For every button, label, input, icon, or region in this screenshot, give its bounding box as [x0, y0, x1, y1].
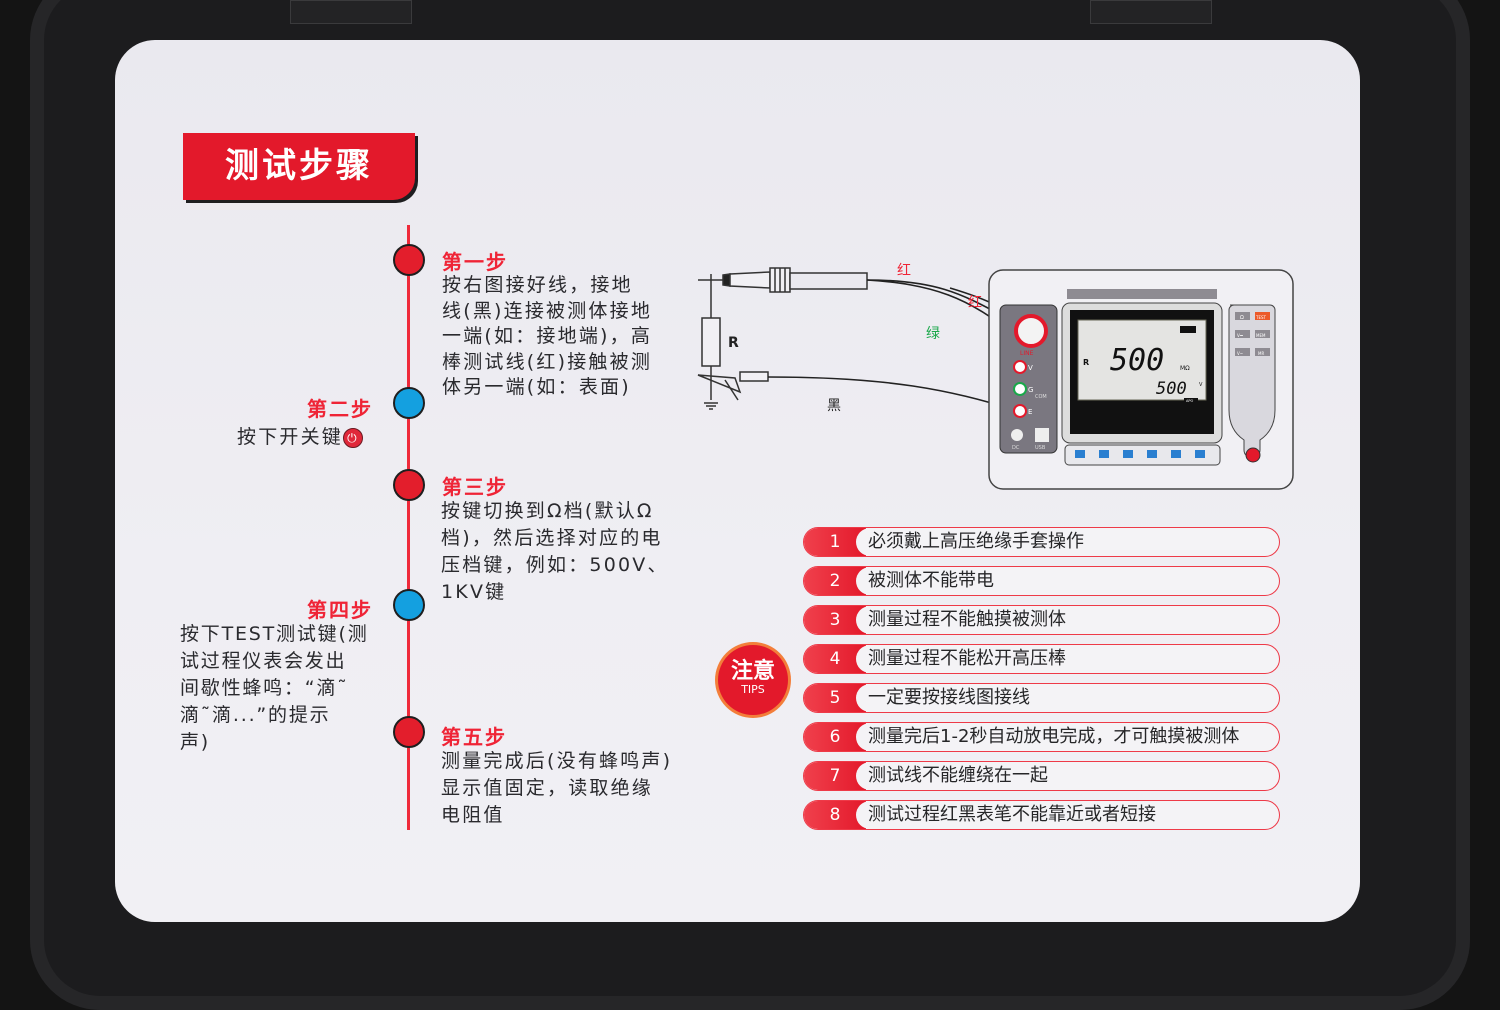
tip-text: 测量过程不能松开高压棒: [868, 648, 1066, 669]
probe-icon: [698, 267, 868, 293]
terminal-label: E: [1028, 408, 1032, 416]
step-text-line: 电阻值: [441, 804, 505, 826]
step-text-line: 棒测试线(红)接触被测: [442, 350, 653, 373]
terminal-label: COM: [1035, 394, 1047, 400]
meter-button-label: TEST: [1255, 315, 1267, 320]
step-5-body: 测量完成后(没有蜂鸣声) 显示值固定，读取绝缘 电阻值: [441, 748, 672, 829]
meter-sub-reading: 500: [1156, 379, 1187, 399]
meter-apo: APO: [1186, 399, 1194, 403]
wire-label-red: 红: [897, 263, 911, 279]
tip-text: 测量过程不能触摸被测体: [868, 609, 1066, 630]
step-text-line: 体另一端(如：表面): [442, 376, 631, 398]
step-text-line: 档)，然后选择对应的电: [441, 527, 663, 549]
tip-number: 3: [804, 606, 876, 634]
tip-number: 6: [804, 723, 876, 751]
step-3-body: 按键切换到Ω档(默认Ω 档)，然后选择对应的电 压档键，例如：500V、 1KV…: [441, 498, 669, 606]
wire-label-red: 红: [968, 295, 982, 311]
terminal-label: V: [1028, 364, 1033, 372]
step-3-title: 第三步: [442, 475, 508, 499]
terminal-label: G: [1028, 386, 1033, 394]
step-text-line: 试过程仪表会发出: [180, 650, 347, 672]
step-text-line: 线(黑)连接被测体接地: [442, 299, 653, 322]
tip-text: 测试过程红黑表笔不能靠近或者短接: [868, 804, 1156, 825]
meter-mode: R: [1083, 358, 1089, 367]
tips-badge: 注意 TIPS: [718, 645, 788, 715]
tip-number: 5: [804, 684, 876, 712]
step-2-dot: [393, 387, 425, 419]
terminal-label: LINE: [1020, 350, 1034, 357]
step-text-line: 按右图接好线，接地: [442, 274, 633, 296]
tip-number: 2: [804, 567, 876, 595]
step-text-line: 按下TEST测试键(测: [180, 623, 369, 645]
meter-button-label: MR: [1258, 351, 1264, 356]
meter-button-label: V~: [1237, 351, 1243, 356]
tip-text: 必须戴上高压绝缘手套操作: [868, 531, 1084, 552]
meter-button-label: V⎓: [1237, 333, 1244, 338]
step-text-line: 滴˜滴...”的提示: [180, 704, 331, 726]
tip-number: 7: [804, 762, 876, 790]
meter-unit: V: [1199, 382, 1203, 388]
terminal-label: USB: [1035, 445, 1046, 451]
tip-number: 1: [804, 528, 876, 556]
meter-button-label: Ω: [1240, 315, 1244, 321]
step-4-dot: [393, 589, 425, 621]
tips-badge-title: 注意: [730, 659, 775, 684]
meter-button-label: MEM: [1256, 333, 1266, 338]
step-4-body: 按下TEST测试键(测 试过程仪表会发出 间歇性蜂鸣：“滴˜ 滴˜滴...”的提…: [180, 621, 369, 756]
step-text-line: 显示值固定，读取绝缘: [441, 777, 654, 799]
tip-number: 8: [804, 801, 876, 829]
resistor-label: R: [728, 335, 739, 351]
step-text-line: 按下开关键: [237, 426, 344, 448]
page-title: 测试步骤: [183, 133, 415, 200]
timeline-line: [407, 225, 410, 830]
step-1-dot: [393, 244, 425, 276]
step-text-line: 一端(如：接地端)，高: [442, 325, 653, 347]
tip-text: 测量完后1-2秒自动放电完成，才可触摸被测体: [868, 726, 1240, 747]
clip-icon: [697, 371, 769, 401]
step-2-body: 按下开关键⏻: [237, 425, 364, 451]
step-5-dot: [393, 716, 425, 748]
wiring-diagram: R 红 红 绿 黑 LINE V G E COM DC USB R 500 MΩ…: [697, 263, 1294, 490]
tip-text: 被测体不能带电: [868, 570, 994, 591]
step-1-title: 第一步: [442, 250, 508, 274]
step-text-line: 压档键，例如：500V、: [441, 554, 669, 576]
terminal-label: DC: [1012, 445, 1020, 451]
meter-main-reading: 500: [1110, 343, 1164, 378]
step-text-line: 按键切换到Ω档(默认Ω: [441, 500, 654, 522]
step-text-line: 间歇性蜂鸣：“滴˜: [180, 677, 349, 699]
case-hinge: [1090, 0, 1212, 24]
power-icon: ⏻: [343, 427, 364, 448]
step-text-line: 测量完成后(没有蜂鸣声): [441, 750, 673, 772]
step-4-title: 第四步: [307, 598, 373, 622]
step-text-line: 声): [180, 731, 211, 753]
case-hinge: [290, 0, 412, 24]
step-2-title: 第二步: [307, 397, 373, 421]
tip-text: 测试线不能缠绕在一起: [868, 765, 1048, 786]
meter-illustration: LINE V G E COM DC USB R 500 MΩ 500 V APO…: [988, 269, 1294, 490]
line-terminal: [1014, 314, 1048, 348]
step-1-body: 按右图接好线，接地 线(黑)连接被测体接地 一端(如：接地端)，高 棒测试线(红…: [442, 273, 652, 401]
resistor-icon: [701, 274, 721, 410]
step-text-line: 1KV键: [441, 581, 507, 603]
black-wire: [767, 376, 1016, 411]
wire-label-black: 黑: [827, 398, 841, 414]
wire-label-green: 绿: [926, 326, 940, 342]
meter-unit: MΩ: [1180, 365, 1190, 372]
tip-text: 一定要按接线图接线: [868, 687, 1030, 708]
step-3-dot: [393, 469, 425, 501]
step-5-title: 第五步: [441, 725, 507, 749]
tips-badge-subtitle: TIPS: [741, 683, 765, 696]
tip-number: 4: [804, 645, 876, 673]
